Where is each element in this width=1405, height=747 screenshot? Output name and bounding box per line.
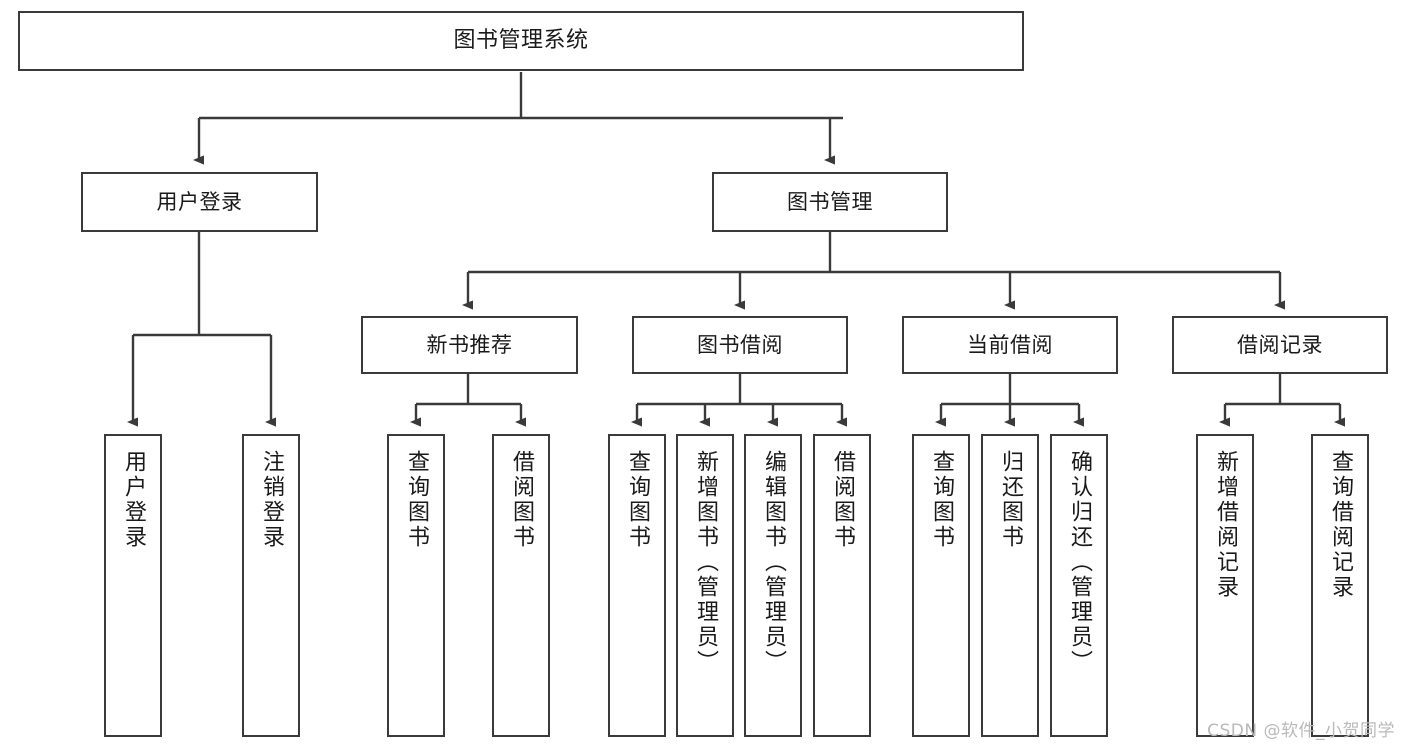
node-leaf-borrow-query-book[interactable]: 查询图书 (608, 434, 666, 737)
node-leaf-record-add-borrow-record[interactable]: 新增借阅记录 (1196, 434, 1254, 737)
node-leaf-borrow-borrow-book[interactable]: 借阅图书 (813, 434, 871, 737)
node-leaf-borrow-edit-book-admin[interactable]: 编辑图书（管理员） (744, 434, 802, 737)
node-label: 当前借阅 (967, 332, 1053, 357)
node-label: 归还图书 (997, 450, 1023, 550)
node-user-login-branch[interactable]: 用户登录 (81, 172, 318, 232)
node-leaf-current-return-book[interactable]: 归还图书 (981, 434, 1039, 737)
csdn-watermark: CSDN @软件_小贺同学 (1207, 721, 1395, 741)
node-borrow-record-group[interactable]: 借阅记录 (1172, 316, 1388, 374)
node-label: 图书借阅 (697, 332, 783, 357)
node-label: 新增借阅记录 (1212, 450, 1238, 600)
node-leaf-borrow-add-book-admin[interactable]: 新增图书（管理员） (676, 434, 734, 737)
node-label: 编辑图书（管理员） (760, 450, 786, 675)
node-label: 用户登录 (120, 450, 146, 550)
node-leaf-current-confirm-return-admin[interactable]: 确认归还（管理员） (1050, 434, 1108, 737)
node-label: 查询图书 (624, 450, 650, 550)
node-label: 借阅图书 (508, 450, 534, 550)
node-label: 图书管理系统 (453, 28, 589, 54)
node-label: 查询图书 (928, 450, 954, 550)
node-label: 借阅记录 (1237, 332, 1323, 357)
node-label: 图书管理 (787, 189, 873, 214)
node-label: 用户登录 (156, 189, 243, 214)
node-label: 注销登录 (258, 450, 284, 550)
node-leaf-user-login[interactable]: 用户登录 (104, 434, 162, 737)
node-leaf-user-logout[interactable]: 注销登录 (242, 434, 300, 737)
node-current-borrow-group[interactable]: 当前借阅 (902, 316, 1118, 374)
node-new-book-recommend-group[interactable]: 新书推荐 (361, 316, 578, 374)
node-label: 查询借阅记录 (1327, 450, 1353, 600)
node-root-book-management-system[interactable]: 图书管理系统 (18, 11, 1024, 71)
node-leaf-newbook-borrow-book[interactable]: 借阅图书 (492, 434, 550, 737)
node-label: 新增图书（管理员） (692, 450, 718, 675)
node-label: 确认归还（管理员） (1066, 450, 1092, 675)
node-book-management-branch[interactable]: 图书管理 (712, 172, 948, 232)
node-leaf-newbook-query-book[interactable]: 查询图书 (387, 434, 445, 737)
node-leaf-record-query-borrow-record[interactable]: 查询借阅记录 (1311, 434, 1369, 737)
node-book-borrow-group[interactable]: 图书借阅 (632, 316, 848, 374)
node-label: 借阅图书 (829, 450, 855, 550)
node-label: 查询图书 (403, 450, 429, 550)
node-label: 新书推荐 (426, 332, 513, 357)
node-leaf-current-query-book[interactable]: 查询图书 (912, 434, 970, 737)
